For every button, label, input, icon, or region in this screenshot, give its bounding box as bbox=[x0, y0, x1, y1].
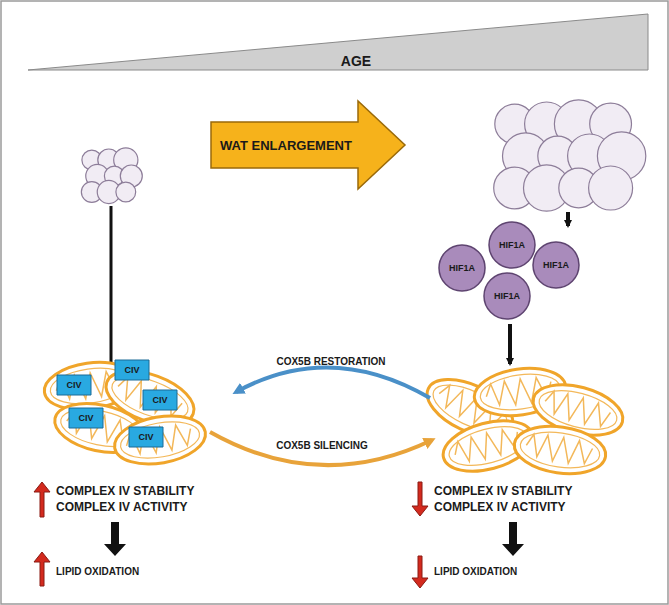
age-wedge: AGE bbox=[28, 12, 648, 72]
node-text: HIF1A bbox=[543, 260, 569, 270]
arrow-label: COX5B RESTORATION bbox=[276, 356, 385, 367]
complex-iv-box: CIV bbox=[142, 389, 178, 411]
node-text: HIF1A bbox=[499, 240, 525, 250]
node-text: CIV bbox=[66, 380, 81, 390]
effect-label: COMPLEX IV ACTIVITY bbox=[434, 500, 566, 514]
mitochondria-left bbox=[41, 357, 209, 471]
node-text: HIF1A bbox=[494, 291, 520, 301]
hif1a-circle: HIF1A bbox=[438, 244, 486, 292]
restoration-arrow bbox=[236, 367, 430, 398]
hif1a-circle: HIF1A bbox=[532, 241, 580, 289]
node-text: AGE bbox=[341, 53, 371, 69]
node-text: CIV bbox=[78, 413, 93, 423]
shape-outline bbox=[28, 12, 648, 72]
effect-label: COMPLEX IV ACTIVITY bbox=[56, 500, 188, 514]
complex-iv-box: CIV bbox=[114, 359, 150, 381]
hif1a-circle: HIF1A bbox=[488, 221, 536, 269]
arrow bbox=[566, 212, 570, 226]
arrow-label: COX5B SILENCING bbox=[276, 440, 368, 451]
adipocyte-cluster bbox=[81, 100, 645, 211]
node-text: CIV bbox=[152, 395, 167, 405]
arrow bbox=[508, 324, 512, 364]
complex-iv-box: CIV bbox=[56, 374, 92, 396]
effect-label: COMPLEX IV STABILITY bbox=[434, 484, 572, 498]
block-arrow bbox=[104, 522, 524, 556]
node-text: CIV bbox=[138, 432, 153, 442]
complex-iv-box: CIV bbox=[68, 407, 104, 429]
hif1a-circle: HIF1A bbox=[483, 272, 531, 320]
red-arrow bbox=[34, 482, 428, 588]
arrow bbox=[110, 206, 113, 372]
effect-label: LIPID OXIDATION bbox=[434, 566, 517, 577]
complex-iv-box: CIV bbox=[128, 426, 164, 448]
effect-label: LIPID OXIDATION bbox=[56, 566, 139, 577]
effect-label: COMPLEX IV STABILITY bbox=[56, 484, 194, 498]
mitochondria-right bbox=[419, 363, 629, 480]
node-text: WAT ENLARGEMENT bbox=[214, 138, 358, 153]
node-text: HIF1A bbox=[449, 263, 475, 273]
node-text: CIV bbox=[124, 365, 139, 375]
silencing-arrow bbox=[210, 432, 432, 465]
enlargement-arrow: WAT ENLARGEMENT bbox=[210, 100, 406, 190]
